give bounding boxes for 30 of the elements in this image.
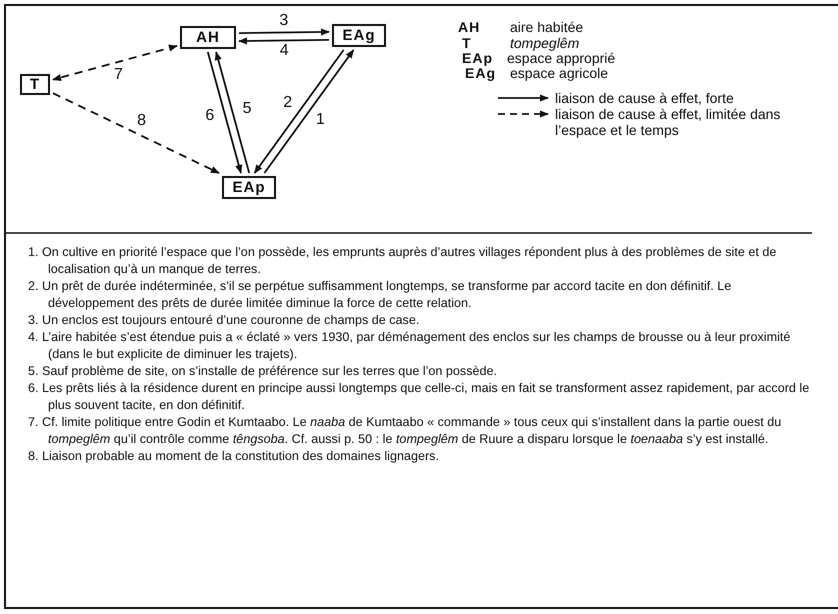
arrow	[214, 51, 250, 174]
arrow	[206, 52, 242, 174]
arrow	[238, 37, 330, 45]
legend-text: liaison de cause à effet, forte	[555, 90, 735, 106]
footnote: 2. Un prêt de durée indéterminée, s’il se perpétue suffisamment longtemps, se transforme par accord tacite en don définitif. Le développement des prêts de durée limitée diminue la force de cette relation.	[28, 278, 732, 312]
arrow	[254, 49, 344, 174]
footnote: 3. Un enclos est toujours entouré d’une couronne de champs de case.	[28, 312, 420, 329]
footnote: 6. Les prêts liés à la résidence durent en principe aussi longtemps que celle-ci, mais en fait se transforment assez rapidement, par accord le plus souvent tacite, en don définitif.	[28, 380, 810, 414]
key-abbreviation: T	[462, 35, 472, 51]
footnote: 5. Sauf problème de site, on s’installe de préférence sur les terres que l’on possède.	[28, 363, 498, 380]
footnote: 8. Liaison probable au moment de la constitution des domaines lignagers.	[28, 448, 440, 465]
key-description: espace agricole	[510, 65, 608, 81]
arrow	[264, 49, 354, 174]
key-description: tompeglêm	[510, 35, 580, 51]
key-abbreviation: EAg	[465, 65, 496, 81]
abbreviation-box: AH	[180, 26, 236, 49]
arrow	[52, 44, 178, 81]
footnote: 1. On cultive en priorité l’espace que l’on possède, les emprunts auprès d’autres villages répondent plus à des problèmes de site et de localisation qu’à un manque de terres.	[28, 244, 778, 278]
key-abbreviation: EAp	[462, 50, 493, 66]
key-abbreviation: AH	[458, 19, 480, 35]
arrow	[238, 28, 330, 36]
arrow	[52, 92, 220, 174]
footnote: 7. Cf. limite politique entre Godin et Kumtaabo. Le naaba de Kumtaabo « commande » tous ceux qui s’installent dans la partie ouest du tompeglêm qu’il contrôle comme têngsoba. Cf. aussi p. 50 : le tompeglêm de Ruure a disparu lorsque le toenaaba s’y est installé.	[28, 414, 782, 448]
abbreviation-box: EAg	[332, 24, 386, 47]
key-description: espace approprié	[507, 50, 616, 66]
abbreviation-box: EAp	[222, 176, 276, 199]
legend-text: liaison de cause à effet, limitée dans l’espace et le temps	[555, 106, 782, 138]
footnote: 4. L’aire habitée s’est étendue puis a « éclaté » vers 1930, par déménagement des enclos sur les champs de brousse ou à leur proximité (dans le but explicite de diminuer les trajets).	[28, 329, 792, 363]
key-description: aire habitée	[510, 19, 584, 35]
abbreviation-box: T	[20, 74, 50, 95]
